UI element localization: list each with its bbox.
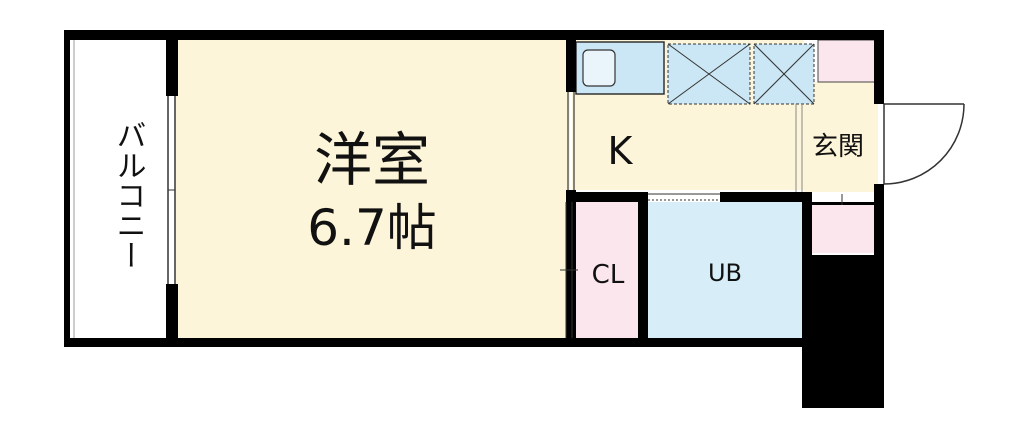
balcony-window [167,96,176,284]
bathroom-floor [648,202,804,338]
entrance-door [883,103,965,185]
bathroom-label: UB [708,259,742,287]
kitchen-label: K [608,129,634,173]
entrance-partition [795,104,843,205]
western-room-size: 6.7帖 [307,199,437,257]
walls [64,30,884,408]
kitchen-cabinet [667,43,815,105]
entrance-label: 玄関 [812,132,864,162]
shoe-cabinet [812,205,876,253]
balcony-label: バルコニー [111,120,146,270]
kitchen-sink [575,41,665,95]
balcony-area: バルコニー [67,38,168,342]
balcony-floor [68,38,168,342]
bathroom-door [648,193,720,201]
entrance-floor [804,82,878,192]
western-room-name: 洋室 [314,126,430,194]
closet-door [560,202,578,338]
closet-label: CL [592,260,625,290]
closet-floor [574,202,640,338]
kitchen-door [567,92,575,190]
western-room-floor [176,38,570,340]
entrance-step-top [817,39,877,83]
